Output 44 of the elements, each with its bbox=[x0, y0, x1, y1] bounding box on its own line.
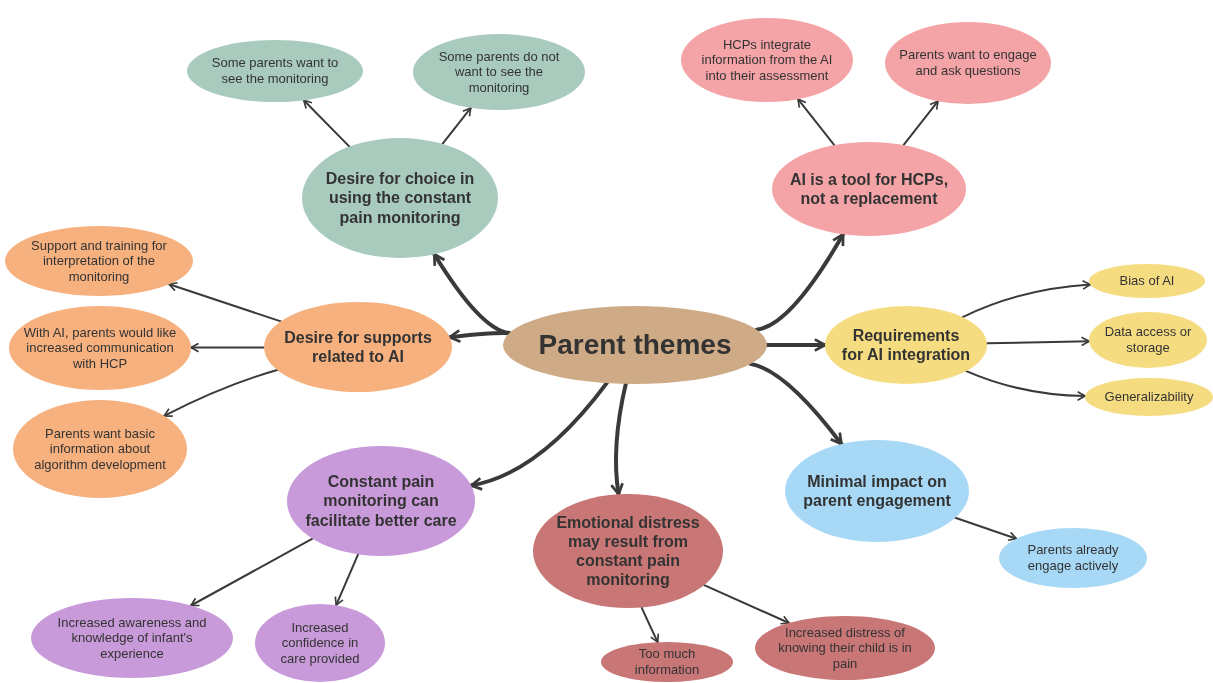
subtheme-text: HCPs integrate information from the AI into their assessment bbox=[700, 36, 834, 84]
arrow bbox=[302, 99, 351, 148]
subtheme-text: Parents already engage actively bbox=[1026, 542, 1120, 574]
arrow bbox=[447, 329, 512, 344]
theme-text: Desire for supports related to AI bbox=[283, 327, 433, 367]
arrow bbox=[797, 98, 836, 147]
arrow bbox=[441, 106, 472, 145]
subtheme-text: Some parents want to see the monitoring bbox=[210, 55, 340, 87]
arrow bbox=[334, 553, 360, 607]
theme-text: Minimal impact on parent engagement bbox=[802, 471, 952, 511]
subtheme-text: Parents want to engage and ask questions bbox=[899, 47, 1037, 79]
subtheme-text: With AI, parents would like increased communication with HCP bbox=[23, 324, 177, 372]
arrow bbox=[168, 281, 282, 323]
subtheme-text: Increased awareness and knowledge of infant's experience bbox=[56, 614, 208, 662]
arrow bbox=[610, 381, 628, 497]
subtheme-text: Parents want basic information about algorithm development bbox=[33, 425, 167, 473]
subtheme-ellipse bbox=[1085, 378, 1213, 416]
theme-text: Requirements for AI integration bbox=[841, 325, 971, 365]
subtheme-text: Increased confidence in care provided bbox=[279, 619, 361, 667]
theme-text: AI is a tool for HCPs, not a replacement bbox=[788, 169, 950, 209]
subtheme-text: Generalizability bbox=[1104, 389, 1194, 405]
arrow bbox=[748, 361, 844, 446]
subtheme-text: Bias of AI bbox=[1119, 273, 1175, 289]
arrow bbox=[163, 369, 279, 418]
subtheme-text: Increased distress of knowing their child is in pain bbox=[777, 624, 913, 672]
theme-text: Constant pain monitoring can facilitate better care bbox=[304, 472, 458, 530]
theme-text: Emotional distress may result from constant pain monitoring bbox=[555, 512, 701, 590]
arrow bbox=[703, 584, 790, 625]
arrow bbox=[640, 606, 660, 644]
theme-text: Desire for choice in using the constant pain monitoring bbox=[324, 169, 476, 227]
subtheme-text: Some parents do not want to see the monitoring bbox=[437, 48, 561, 96]
arrow bbox=[765, 337, 827, 353]
arrow bbox=[190, 342, 265, 353]
arrow bbox=[954, 516, 1018, 542]
arrow bbox=[985, 336, 1091, 347]
subtheme-text: Too much information bbox=[633, 646, 701, 678]
subtheme-text: Support and training for interpretation of the monitoring bbox=[30, 237, 168, 285]
subtheme-text: Data access or storage bbox=[1103, 324, 1193, 356]
arrow bbox=[961, 280, 1092, 319]
arrow bbox=[469, 381, 609, 491]
arrow bbox=[190, 537, 314, 607]
arrow bbox=[965, 370, 1087, 401]
arrow bbox=[902, 100, 939, 147]
central-topic-text: Parent themes bbox=[538, 328, 732, 362]
